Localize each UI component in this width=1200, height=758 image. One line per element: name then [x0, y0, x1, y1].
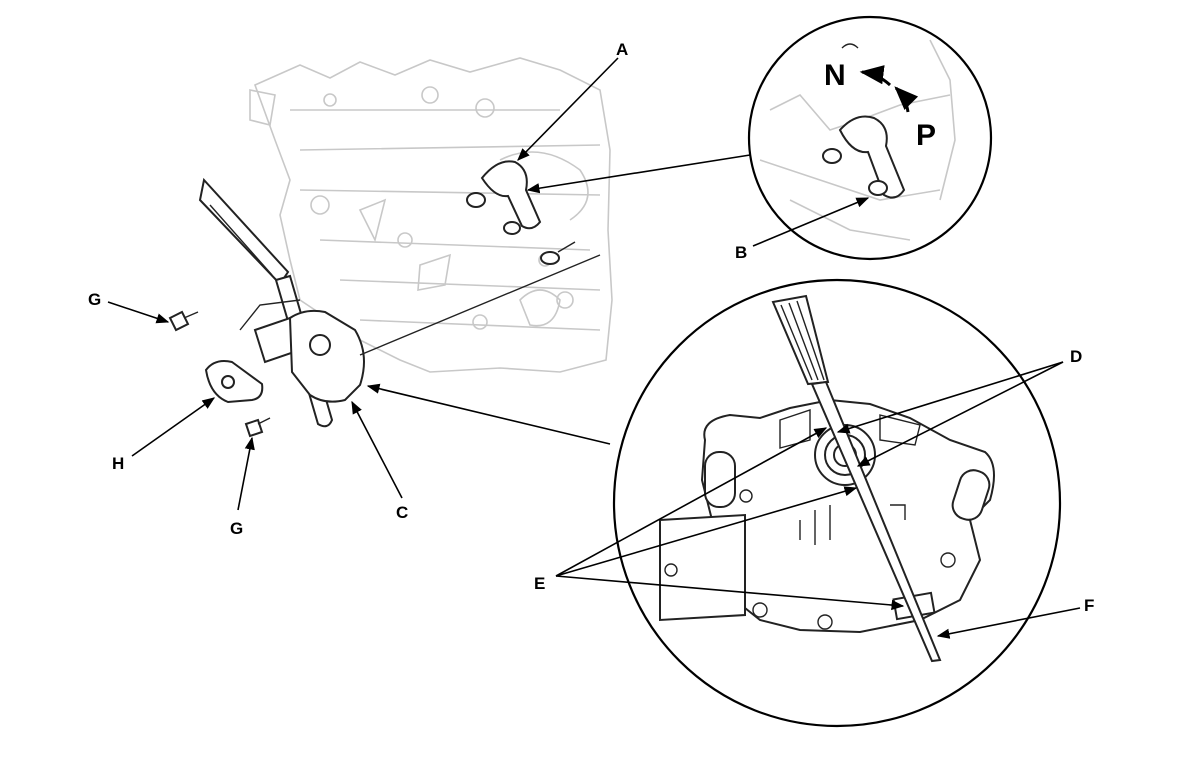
- transmission-housing: [249, 57, 613, 373]
- label-d: D: [1070, 347, 1082, 366]
- label-n: N: [824, 59, 846, 92]
- detail-circle-sensor: [612, 278, 1062, 728]
- leader-f: [936, 607, 1081, 639]
- label-b: B: [735, 243, 747, 262]
- leader-a: [517, 57, 619, 161]
- rotation-arrow-p: [894, 86, 919, 113]
- leader-c: [351, 400, 403, 499]
- label-a: A: [616, 40, 628, 59]
- rotation-arrow-n: [859, 65, 892, 87]
- label-e: E: [534, 574, 545, 593]
- label-p: P: [916, 119, 936, 152]
- label-c: C: [396, 503, 408, 522]
- label-f: F: [1084, 596, 1094, 615]
- rod-f: [771, 294, 942, 663]
- link-arrow-upper: [526, 154, 751, 194]
- label-h: H: [112, 454, 124, 473]
- range-sensor-part: [239, 254, 601, 403]
- leader-b: [752, 197, 870, 247]
- leader-g1: [107, 301, 170, 324]
- leader-e2: [555, 486, 858, 577]
- leader-d2: [856, 361, 1064, 467]
- bracket-h-part: [204, 360, 264, 404]
- leader-h: [131, 397, 216, 457]
- label-g-lower: G: [230, 519, 243, 538]
- link-arrow-lower: [366, 383, 611, 445]
- leader-e3: [555, 575, 905, 611]
- bolt-g-lower-part: [244, 417, 271, 438]
- leader-e1: [555, 427, 828, 577]
- shift-arm-part: [466, 160, 576, 265]
- label-g-upper: G: [88, 290, 101, 309]
- leader-d1: [836, 361, 1064, 434]
- leader-g2: [237, 436, 255, 511]
- detail-circle-shift-arm: [747, 15, 993, 261]
- bolt-g-upper-part: [168, 310, 199, 332]
